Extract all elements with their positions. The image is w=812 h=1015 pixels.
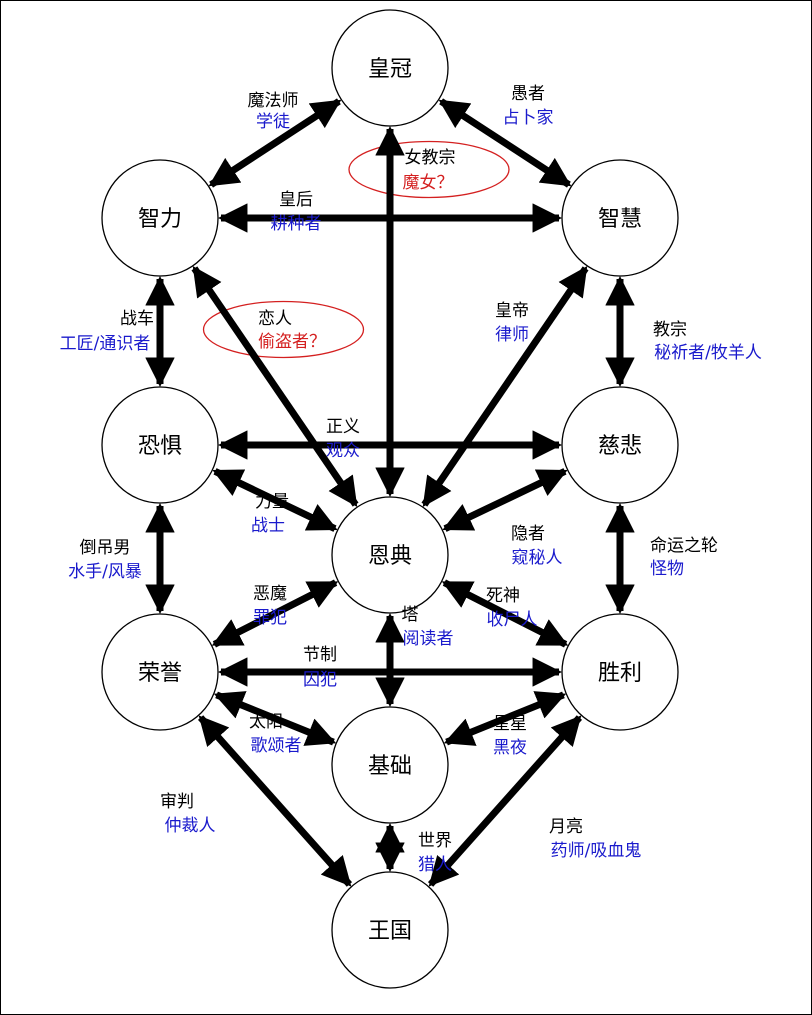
node-label: 恐惧 [138, 434, 182, 459]
edge-fear-grace [212, 468, 338, 532]
edge-label-role: 收尸人 [487, 610, 538, 630]
edge-label-name: 正义 [326, 417, 360, 437]
node-mercy [561, 386, 679, 504]
node-fear [101, 386, 219, 504]
edge-intellect-grace [191, 265, 359, 508]
node-crown [331, 9, 449, 127]
edge-mercy-grace [442, 468, 568, 532]
node-foundation [331, 706, 449, 824]
edge-label-role: 耕种者 [271, 214, 322, 234]
node-label: 智慧 [598, 207, 642, 232]
edge-label-name: 皇后 [279, 190, 313, 210]
edge-label-name: 太阳 [249, 712, 283, 732]
edge-label-role: 药师/吸血鬼 [551, 841, 642, 861]
edge-label-name: 倒吊男 [80, 538, 131, 558]
edge-honor-kingdom [197, 715, 353, 887]
node-label: 智力 [138, 207, 182, 232]
edge-label-name: 审判 [160, 792, 194, 812]
edge-label-role: 占卜家 [503, 108, 554, 128]
node-label: 慈悲 [598, 434, 642, 459]
edge-victory-kingdom [427, 715, 583, 887]
edge-label-role: 歌颂者 [251, 736, 302, 756]
edge-label-name: 死神 [486, 586, 520, 606]
node-label: 恩典 [368, 544, 412, 569]
edge-crown-intellect [208, 98, 342, 188]
edge-label-name: 星星 [493, 714, 527, 734]
node-label: 王国 [368, 919, 412, 944]
edge-label-name: 节制 [303, 645, 337, 665]
edge-label-name: 月亮 [549, 817, 583, 837]
edge-label-role: 魔女？ [403, 173, 454, 193]
edge-label-role: 罪犯 [253, 608, 287, 628]
edge-label-role: 学徒 [256, 112, 290, 132]
edge-label-role: 秘祈者/牧羊人 [654, 343, 762, 363]
edge-label-role: 阅读者 [403, 629, 454, 649]
edge-label-role: 怪物 [650, 559, 684, 579]
node-label: 基础 [368, 754, 412, 779]
node-wisdom [561, 159, 679, 277]
edge-label-role: 战士 [251, 516, 285, 536]
edge-honor-grace [211, 579, 339, 648]
node-kingdom [331, 871, 449, 989]
node-label: 皇冠 [368, 57, 412, 82]
edge-label-role: 仲裁人 [165, 816, 216, 836]
edge-label-role: 猎人 [418, 855, 452, 875]
edge-label-name: 魔法师 [248, 91, 299, 111]
edge-label-role: 囚犯 [303, 670, 337, 690]
edge-label-role: 黑夜 [493, 738, 527, 758]
edge-wisdom-grace [421, 265, 589, 508]
edge-label-name: 愚者 [511, 84, 545, 104]
edge-label-role: 偷盗者？ [258, 332, 326, 352]
edge-label-role: 窥秘人 [512, 548, 563, 568]
edge-label-name: 世界 [418, 831, 452, 851]
edge-label-name: 恋人 [258, 308, 292, 329]
edge-label-name: 塔 [402, 605, 419, 625]
edge-victory-grace [441, 579, 569, 648]
edge-label-name: 皇帝 [495, 301, 529, 321]
edge-label-name: 命运之轮 [650, 536, 718, 556]
edge-label-name: 恶魔 [253, 584, 287, 604]
edge-label-role: 律师 [495, 325, 529, 345]
edge-label-role: 观众 [326, 441, 360, 461]
edge-label-name: 女教宗 [405, 148, 456, 168]
node-label: 胜利 [598, 661, 642, 686]
node-victory [561, 613, 679, 731]
node-label: 荣誉 [138, 661, 182, 686]
edge-label-name: 教宗 [653, 320, 687, 340]
edge-crown-wisdom [438, 98, 572, 188]
edge-label-role: 水手/风暴 [68, 562, 142, 582]
node-intellect [101, 159, 219, 277]
edge-label-name: 战车 [120, 309, 154, 329]
edge-label-name: 隐者 [511, 524, 545, 544]
edge-label-role: 工匠/通识者 [60, 334, 151, 354]
node-honor [101, 613, 219, 731]
node-grace [331, 496, 449, 614]
edge-label-name: 力量 [255, 492, 289, 512]
